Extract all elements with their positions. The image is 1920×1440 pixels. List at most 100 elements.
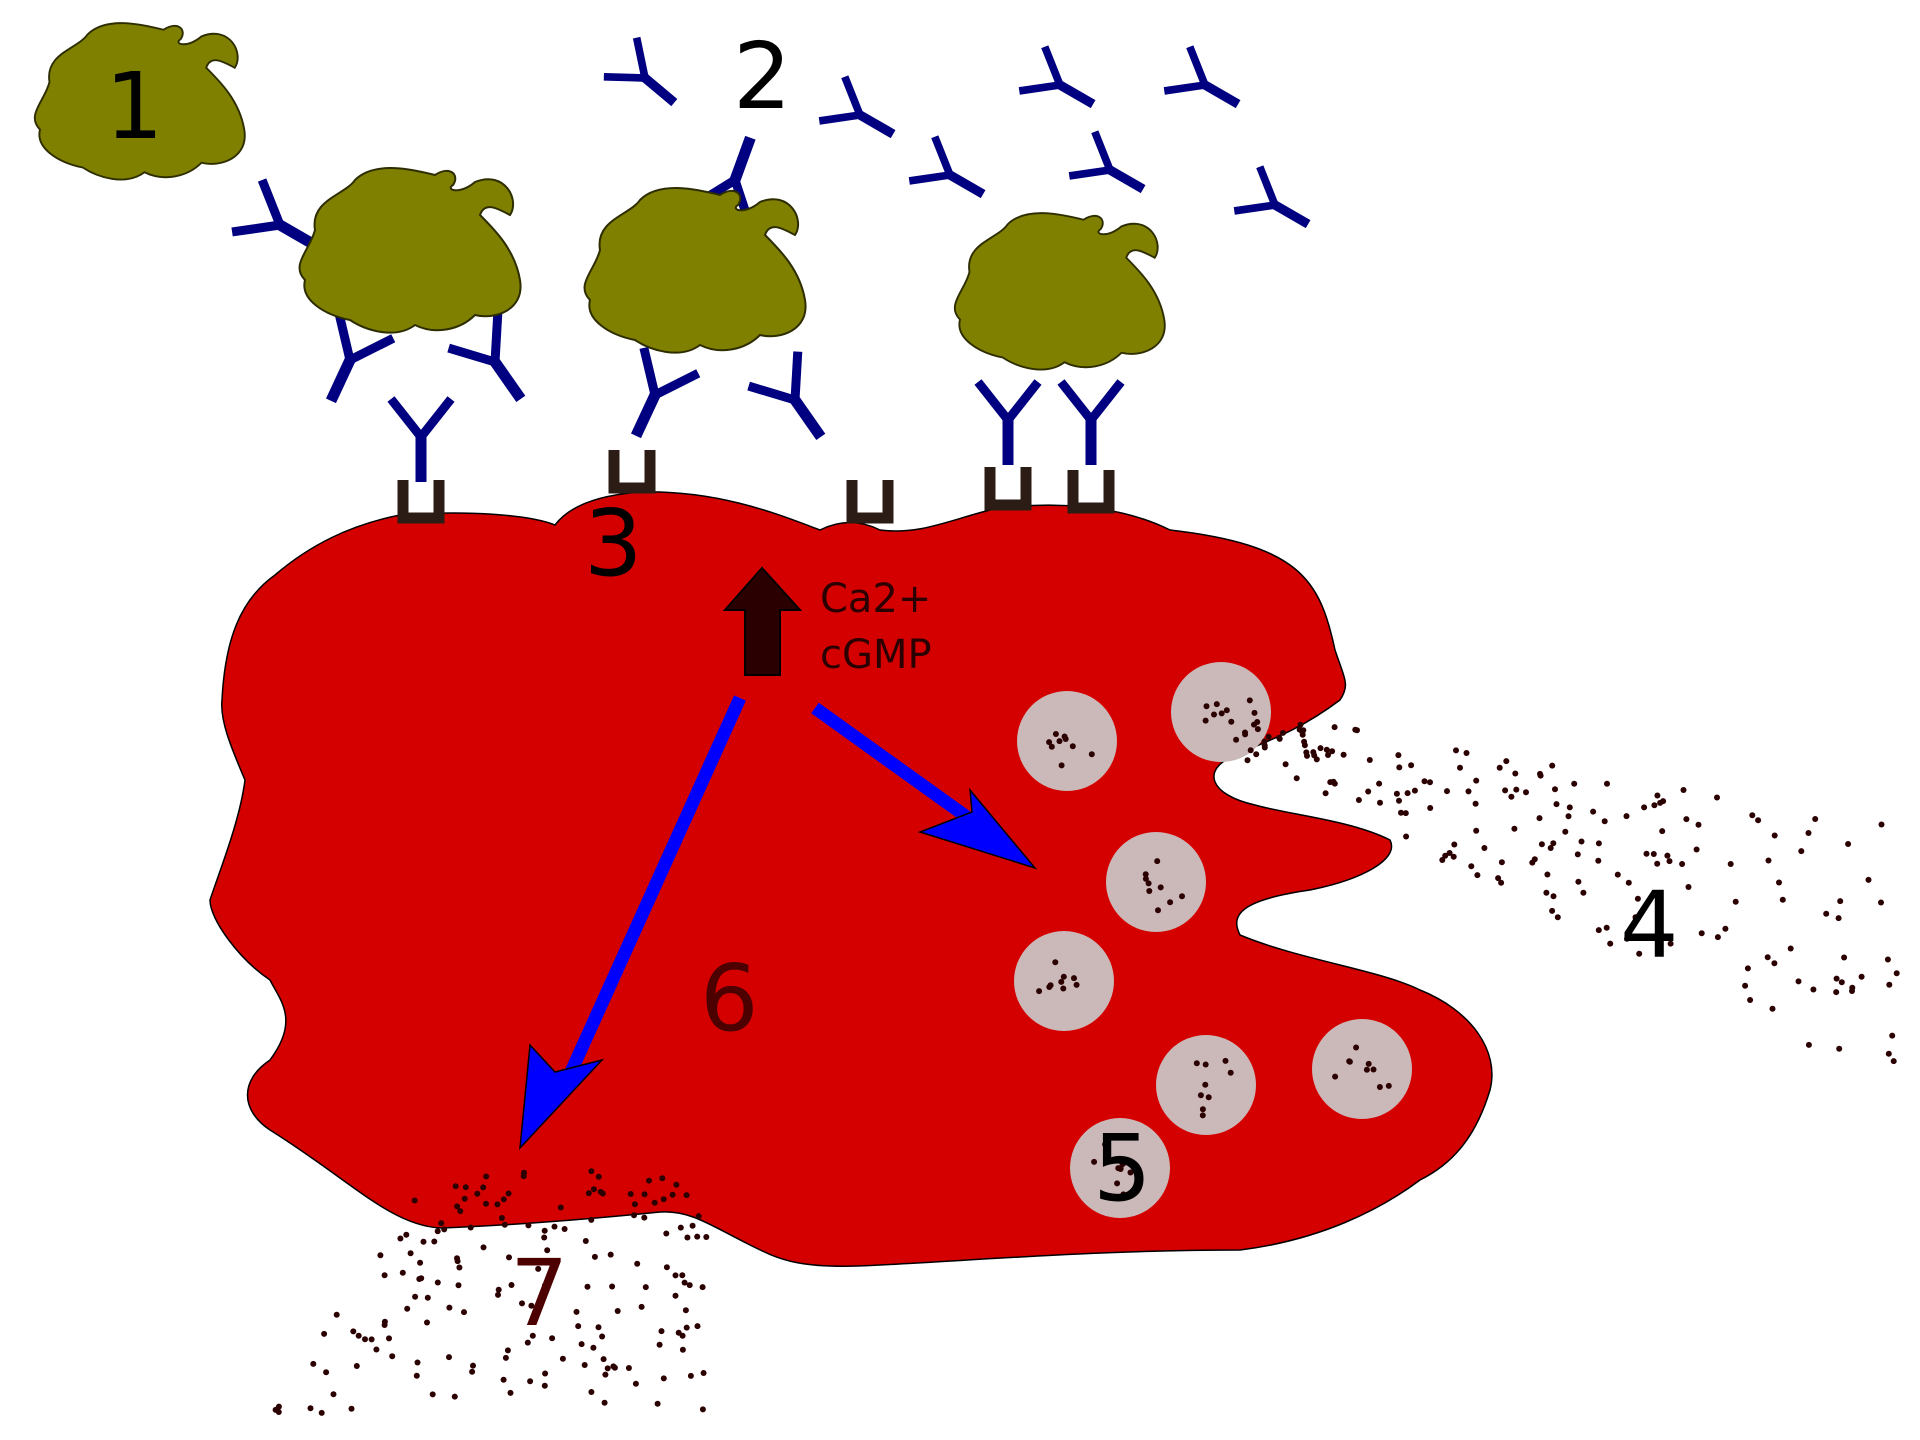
mediator-dot bbox=[1769, 1005, 1776, 1012]
granule-dot bbox=[1073, 981, 1080, 988]
mediator-dot bbox=[1296, 726, 1303, 733]
mediator-dot bbox=[501, 1221, 508, 1228]
mediator-dot bbox=[1623, 813, 1630, 820]
mediator-dot bbox=[604, 1365, 611, 1372]
mediator-dot bbox=[1595, 927, 1602, 934]
mediator-dot bbox=[1550, 840, 1557, 847]
mediator-dot bbox=[1304, 752, 1310, 759]
granule-dot bbox=[1155, 907, 1161, 914]
mediator-dot bbox=[585, 1190, 592, 1197]
mediator-dot bbox=[434, 1279, 441, 1286]
mediator-dot bbox=[679, 1332, 686, 1339]
mediator-dot bbox=[1693, 846, 1700, 853]
granule-dot bbox=[1202, 1081, 1209, 1088]
mediator-dot bbox=[1451, 841, 1458, 848]
mediator-dot bbox=[588, 1168, 595, 1175]
mediator-dot bbox=[694, 1233, 701, 1240]
mediator-dot bbox=[1253, 751, 1260, 758]
mediator-dot bbox=[1502, 787, 1509, 794]
granule-dot bbox=[1332, 1073, 1339, 1080]
mediator-dot bbox=[682, 1307, 689, 1314]
granule-dot bbox=[1102, 1141, 1109, 1148]
mediator-dot bbox=[275, 1403, 282, 1410]
granule-dot bbox=[1114, 1180, 1121, 1187]
mediator-dot bbox=[614, 1308, 621, 1314]
granule-dot bbox=[1146, 888, 1153, 894]
mediator-dot bbox=[1496, 764, 1503, 771]
mediator-dot bbox=[694, 1323, 701, 1330]
granule-dot bbox=[1199, 1106, 1206, 1113]
mediator-dot bbox=[681, 1279, 688, 1286]
mediator-dot bbox=[1562, 828, 1569, 835]
mediator-dot bbox=[1878, 821, 1885, 828]
label-cgmp: cGMP bbox=[820, 632, 932, 678]
mediator-dot bbox=[1636, 950, 1643, 957]
mediator-dot bbox=[1549, 907, 1556, 914]
antibody-free bbox=[1164, 47, 1251, 126]
antibody-bound bbox=[609, 348, 698, 449]
mediator-dot bbox=[1282, 761, 1289, 768]
granule-dot bbox=[1233, 736, 1240, 743]
mediator-dot bbox=[1536, 815, 1543, 822]
mediator-dot bbox=[1498, 879, 1505, 886]
mediator-dot bbox=[407, 1250, 414, 1257]
mediator-dot bbox=[1411, 787, 1418, 794]
mediator-dot bbox=[1293, 775, 1300, 782]
mediator-dot bbox=[1398, 809, 1404, 816]
mediator-dot bbox=[318, 1409, 325, 1416]
mediator-dot bbox=[663, 1264, 670, 1271]
mediator-dot bbox=[1742, 982, 1749, 989]
mediator-dot bbox=[381, 1318, 388, 1325]
granule-dot bbox=[1197, 1092, 1204, 1099]
granule-dot bbox=[1365, 1060, 1372, 1067]
mediator-dot bbox=[1574, 851, 1581, 858]
mediator-dot bbox=[684, 1234, 691, 1241]
mediator-dot bbox=[1340, 751, 1347, 758]
label-calcium: Ca2+ bbox=[820, 576, 931, 622]
mediator-dot bbox=[502, 1354, 509, 1361]
mediator-dot bbox=[323, 1369, 330, 1376]
mediator-dot bbox=[1889, 1032, 1896, 1039]
mediator-dot bbox=[1512, 770, 1519, 777]
mediator-dot bbox=[495, 1286, 502, 1293]
mediator-dot bbox=[1744, 965, 1751, 972]
mediator-dot bbox=[1578, 838, 1585, 845]
receptor-1 bbox=[403, 480, 439, 518]
mediator-dot bbox=[1812, 816, 1819, 822]
mediator-dot bbox=[470, 1362, 476, 1369]
mediator-dot bbox=[1624, 935, 1630, 942]
mediator-dot bbox=[686, 1282, 693, 1289]
mediator-dot bbox=[631, 1201, 638, 1208]
mediator-dot bbox=[1465, 788, 1472, 795]
mediator-dot bbox=[1472, 800, 1479, 807]
granule-dot bbox=[1060, 973, 1067, 980]
mediator-dot bbox=[1849, 988, 1855, 994]
label-cytoplasm: 6 bbox=[700, 945, 759, 1052]
mediator-dot bbox=[677, 1224, 684, 1231]
mediator-dot bbox=[1698, 930, 1705, 937]
mediator-dot bbox=[638, 1303, 645, 1310]
mediator-dot bbox=[588, 1216, 595, 1223]
granule-dot bbox=[1370, 1066, 1377, 1073]
mediator-dot bbox=[355, 1332, 362, 1339]
mediator-dot bbox=[455, 1282, 462, 1289]
mediator-dot bbox=[1566, 804, 1573, 811]
granule-dot bbox=[1056, 738, 1063, 745]
mediator-dot bbox=[1547, 845, 1554, 851]
mediator-dot bbox=[1836, 1045, 1843, 1052]
mediator-dot bbox=[602, 1371, 609, 1378]
mediator-dot bbox=[590, 1186, 597, 1193]
mediator-dot bbox=[1254, 719, 1261, 725]
mediator-dot bbox=[609, 1283, 616, 1290]
mediator-dot bbox=[1450, 853, 1457, 860]
mediator-dot bbox=[631, 1212, 637, 1219]
label-released-mediators: 4 bbox=[1620, 872, 1679, 979]
mediator-dot bbox=[1265, 733, 1272, 740]
mediator-dot bbox=[1323, 746, 1330, 753]
mediator-dot bbox=[1317, 745, 1324, 752]
granule-dot bbox=[1205, 1094, 1212, 1101]
mediator-dot bbox=[611, 1364, 618, 1371]
mediator-dot bbox=[689, 1222, 696, 1229]
antibody-free bbox=[819, 77, 906, 156]
mediator-dot bbox=[1643, 850, 1650, 857]
